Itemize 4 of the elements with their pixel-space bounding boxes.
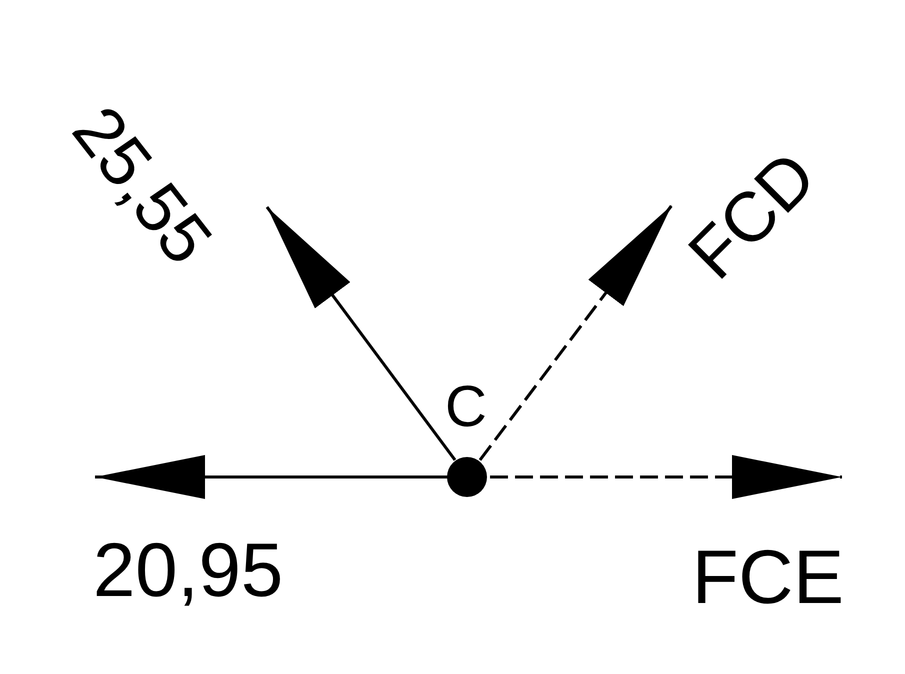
joint-label: C xyxy=(445,378,487,436)
force-value: 20,95 xyxy=(93,533,284,609)
force-label: FCE xyxy=(692,540,844,616)
joint-dot xyxy=(447,457,487,497)
